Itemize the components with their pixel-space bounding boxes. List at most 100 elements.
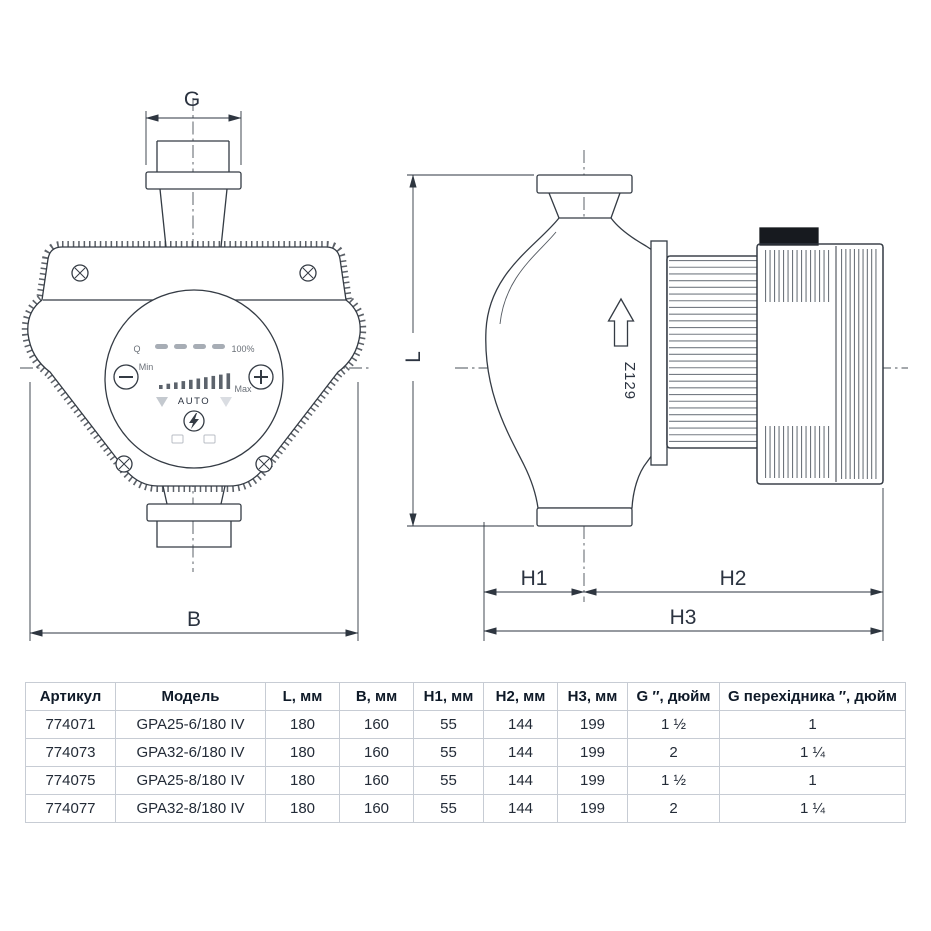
technical-drawing: Q 100% Min Max [20, 88, 908, 641]
table-cell: 774075 [25, 766, 116, 795]
table-cell: 144 [483, 738, 558, 767]
table-cell: 180 [265, 766, 340, 795]
table-cell: 1 [719, 710, 906, 739]
screw-bottom-right [255, 455, 273, 473]
dim-label-h1: H1 [521, 567, 548, 590]
dim-l: L [401, 174, 534, 527]
panel-min-label: Min [139, 362, 154, 372]
control-panel: Q 100% Min Max [104, 289, 284, 469]
pump-pictogram-right-icon [203, 434, 216, 444]
table-cell: 199 [557, 794, 628, 823]
table-cell: 180 [265, 710, 340, 739]
table-cell: 55 [413, 794, 484, 823]
bottom-pipe-stub [156, 521, 232, 548]
panel-auto-label: AUTO [178, 396, 210, 407]
top-flange [145, 171, 242, 190]
table-cell: 55 [413, 766, 484, 795]
panel-100-label: 100% [231, 344, 254, 354]
column-header: G ″, дюйм [627, 682, 720, 711]
side-view: Z129 [485, 174, 884, 527]
table-cell: GPA32-8/180 IV [115, 794, 266, 823]
mode-button[interactable] [183, 410, 205, 432]
motor-housing [666, 255, 760, 449]
table-cell: 180 [265, 738, 340, 767]
panel-face [104, 289, 284, 469]
led-indicators [155, 344, 225, 349]
terminal-cap [759, 227, 819, 246]
panel-max-label: Max [234, 384, 252, 394]
mode-triangle-left-icon [156, 397, 168, 407]
minus-button[interactable] [113, 364, 139, 390]
led-bar-graph [159, 373, 231, 389]
pump-pictogram-left-icon [171, 434, 184, 444]
screw-top-left [71, 264, 89, 282]
table-cell: 2 [627, 738, 720, 767]
bottom-flange [146, 503, 242, 522]
table-cell: 774073 [25, 738, 116, 767]
dimensions: G B L H1 H2 H3 [29, 88, 884, 641]
table-cell: 160 [339, 766, 414, 795]
plus-icon [254, 370, 268, 384]
table-cell: 1 ¼ [719, 738, 906, 767]
table-cell: 180 [265, 794, 340, 823]
table-cell: 144 [483, 794, 558, 823]
dim-label-h3: H3 [670, 606, 697, 629]
flow-arrow-icon [607, 297, 635, 347]
motor-flange [650, 240, 668, 466]
table-cell: 774077 [25, 794, 116, 823]
table-cell: 160 [339, 710, 414, 739]
plus-button[interactable] [248, 364, 274, 390]
column-header: H2, мм [483, 682, 558, 711]
front-view: Q 100% Min Max [21, 140, 367, 548]
table-cell: 199 [557, 766, 628, 795]
screw-bottom-left [115, 455, 133, 473]
motor-mark-label: Z129 [621, 362, 638, 400]
top-pipe-stub [156, 140, 230, 172]
table-cell: 160 [339, 794, 414, 823]
table-cell: 199 [557, 738, 628, 767]
column-header: B, мм [339, 682, 414, 711]
table-cell: 2 [627, 794, 720, 823]
dim-h: H1 H2 H3 [483, 488, 884, 641]
table-cell: 1 ¼ [719, 794, 906, 823]
table-cell: 774071 [25, 710, 116, 739]
side-top-flange [536, 174, 633, 194]
column-header: L, мм [265, 682, 340, 711]
table-cell: GPA32-6/180 IV [115, 738, 266, 767]
table-cell: GPA25-8/180 IV [115, 766, 266, 795]
side-bottom-flange [536, 507, 633, 527]
table-cell: 1 ½ [627, 710, 720, 739]
volute-body [485, 217, 656, 509]
dim-label-h2: H2 [720, 567, 747, 590]
dim-b: B [29, 382, 359, 641]
panel-q-label: Q [133, 344, 140, 354]
dim-label-g: G [184, 88, 200, 111]
table-cell: 144 [483, 766, 558, 795]
table-cell: 55 [413, 710, 484, 739]
table-cell: 1 ½ [627, 766, 720, 795]
table-cell: 144 [483, 710, 558, 739]
table-cell: 55 [413, 738, 484, 767]
dim-label-b: B [187, 608, 201, 631]
mode-triangle-right-icon [220, 397, 232, 407]
dim-label-l: L [402, 351, 425, 363]
table-cell: 160 [339, 738, 414, 767]
column-header: H3, мм [557, 682, 628, 711]
screw-top-right [299, 264, 317, 282]
lightning-icon [189, 413, 199, 429]
column-header: Артикул [25, 682, 116, 711]
column-header: Модель [115, 682, 266, 711]
column-header: H1, мм [413, 682, 484, 711]
table-cell: GPA25-6/180 IV [115, 710, 266, 739]
column-header: G перехідника ″, дюйм [719, 682, 906, 711]
table-cell: 1 [719, 766, 906, 795]
dim-g: G [145, 88, 242, 165]
